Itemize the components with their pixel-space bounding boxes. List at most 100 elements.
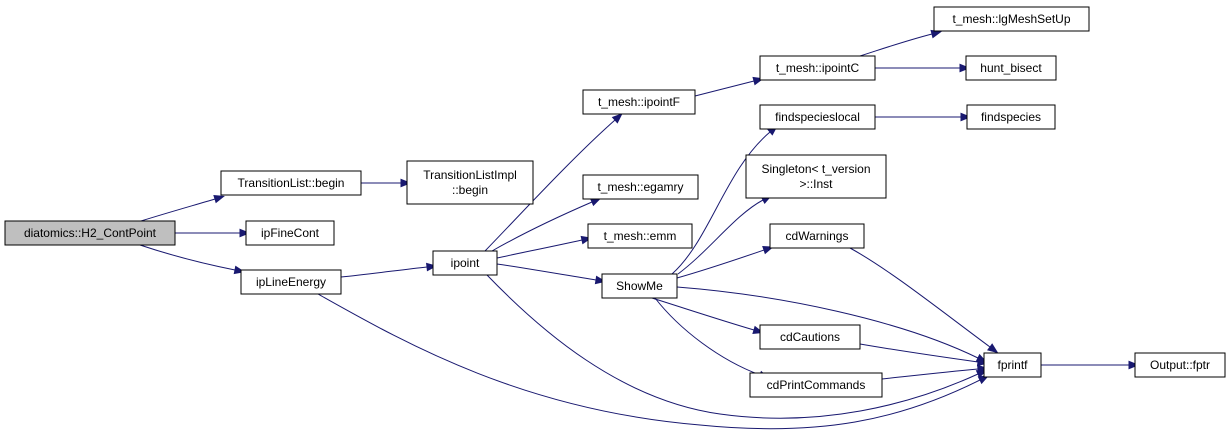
- edge-ipoint-to-fprintf: [486, 274, 988, 419]
- node-box: [601, 273, 678, 299]
- node-box: [965, 55, 1057, 81]
- node-box: [759, 324, 861, 350]
- edge-line: [849, 247, 991, 348]
- node-box: [933, 6, 1090, 32]
- arrow-head: [987, 343, 999, 354]
- node-label: cdCautions: [780, 330, 840, 344]
- node-label: ipLineEnergy: [256, 275, 326, 289]
- arrow-head: [977, 364, 989, 374]
- node-label: t_mesh::emm: [604, 229, 677, 243]
- edge-line: [651, 297, 755, 331]
- node-huntbisect[interactable]: hunt_bisect: [965, 55, 1057, 81]
- node-ipfinecont[interactable]: ipFineCont: [245, 220, 335, 246]
- edge-ipointf-to-ipointc: [694, 76, 765, 97]
- node-label: ::begin: [452, 183, 488, 197]
- arrow-head: [960, 112, 972, 122]
- node-box: [759, 104, 876, 130]
- edge-line: [676, 286, 979, 359]
- edge-line: [140, 198, 216, 222]
- node-label: ipFineCont: [261, 226, 320, 240]
- edge-translistbegin-to-translistimplbegin: [361, 178, 412, 188]
- node-showme[interactable]: ShowMe: [601, 273, 678, 299]
- arrow-head: [977, 375, 990, 385]
- arrow-head: [959, 63, 971, 73]
- node-ipointf[interactable]: t_mesh::ipointF: [582, 89, 696, 115]
- node-label: >::Inst: [799, 177, 833, 191]
- node-label: TransitionListImpl: [423, 168, 517, 182]
- edge-line: [694, 80, 755, 97]
- node-cdwarnings[interactable]: cdWarnings: [769, 223, 865, 249]
- edge-ipoint-to-emm: [496, 235, 593, 259]
- edge-ipoint-to-ipointf: [484, 113, 623, 252]
- edge-cdwarnings-to-fprintf: [849, 247, 999, 354]
- node-fprintf[interactable]: fprintf: [983, 352, 1042, 378]
- edge-line: [317, 293, 981, 430]
- node-box: [749, 372, 883, 398]
- edge-iplineenergy-to-fprintf: [317, 293, 990, 430]
- node-egamry[interactable]: t_mesh::egamry: [582, 174, 699, 200]
- edge-line: [676, 249, 765, 279]
- node-fptr[interactable]: Output::fptr: [1134, 352, 1226, 378]
- arrow-head: [239, 228, 251, 238]
- edge-line: [484, 119, 616, 252]
- edge-line: [139, 244, 236, 271]
- edge-line: [491, 201, 593, 252]
- arrow-head: [1128, 360, 1140, 370]
- nodes-layer: diatomics::H2_ContPoint TransitionList::b…: [4, 6, 1226, 398]
- node-cdcautions[interactable]: cdCautions: [759, 324, 861, 350]
- edge-line: [881, 368, 979, 380]
- node-box: [220, 170, 362, 196]
- node-box: [759, 55, 876, 81]
- edge-h2contpoint-to-translistbegin: [140, 194, 225, 222]
- node-label: Singleton< t_version: [761, 162, 870, 176]
- node-box: [587, 223, 693, 249]
- node-label: cdWarnings: [786, 229, 849, 243]
- edge-line: [671, 131, 771, 275]
- node-box: [406, 160, 534, 205]
- node-findspecies[interactable]: findspecies: [966, 104, 1056, 130]
- node-emm[interactable]: t_mesh::emm: [587, 223, 693, 249]
- node-iplineenergy[interactable]: ipLineEnergy: [240, 269, 342, 295]
- node-box: [240, 269, 342, 295]
- arrow-head: [426, 262, 438, 272]
- node-label: t_mesh::egamry: [597, 180, 683, 194]
- node-label: ShowMe: [616, 279, 663, 293]
- edge-h2contpoint-to-ipfinecont: [175, 228, 251, 238]
- node-box: [1134, 352, 1226, 378]
- node-box: [245, 220, 335, 246]
- edge-showme-to-cdprintcommands: [654, 297, 770, 379]
- edge-line: [859, 343, 979, 363]
- node-box: [983, 352, 1042, 378]
- edge-line: [859, 33, 933, 57]
- node-label: t_mesh::lgMeshSetUp: [952, 12, 1070, 26]
- node-translistbegin[interactable]: TransitionList::begin: [220, 170, 362, 196]
- node-ipointc[interactable]: t_mesh::ipointC: [759, 55, 876, 81]
- arrow-head: [400, 178, 412, 188]
- node-label: diatomics::H2_ContPoint: [24, 226, 157, 240]
- edge-line: [486, 274, 979, 419]
- node-h2contpoint[interactable]: diatomics::H2_ContPoint: [4, 220, 176, 246]
- node-ipoint[interactable]: ipoint: [432, 250, 498, 276]
- node-box: [582, 174, 699, 200]
- node-lgmeshsetup[interactable]: t_mesh::lgMeshSetUp: [933, 6, 1090, 32]
- node-singleton[interactable]: Singleton< t_version>::Inst: [745, 154, 887, 199]
- edge-line: [654, 297, 761, 376]
- node-label: hunt_bisect: [980, 61, 1042, 75]
- edges-layer: [139, 29, 1140, 430]
- node-box: [966, 104, 1056, 130]
- node-cdprintcommands[interactable]: cdPrintCommands: [749, 372, 883, 398]
- node-translistimplbegin[interactable]: TransitionListImpl::begin: [406, 160, 534, 205]
- node-label: TransitionList::begin: [238, 176, 345, 190]
- node-label: t_mesh::ipointF: [598, 95, 680, 109]
- node-label: findspecies: [981, 110, 1041, 124]
- node-findspecieslocal[interactable]: findspecieslocal: [759, 104, 876, 130]
- node-box: [432, 250, 498, 276]
- node-label: t_mesh::ipointC: [776, 61, 860, 75]
- edge-ipointc-to-huntbisect: [875, 63, 971, 73]
- edge-ipointc-to-lgmeshsetup: [859, 29, 943, 57]
- node-label: cdPrintCommands: [767, 378, 866, 392]
- node-label: ipoint: [451, 256, 480, 270]
- node-box: [769, 223, 865, 249]
- edge-ipoint-to-showme: [496, 263, 607, 285]
